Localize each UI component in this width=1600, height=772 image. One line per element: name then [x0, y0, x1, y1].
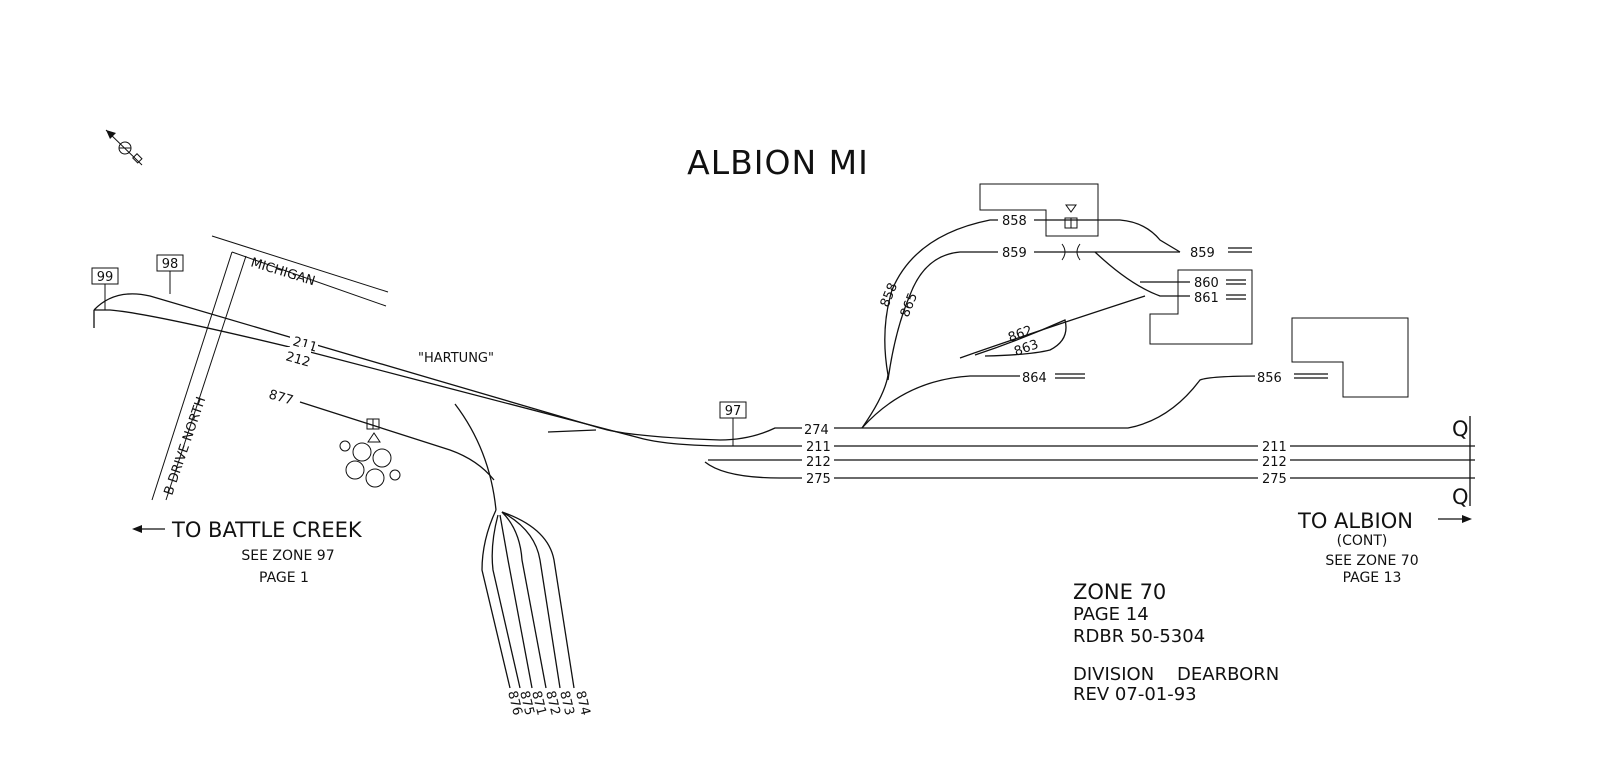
track-859-label-east: 859	[1190, 246, 1215, 261]
track-861-label: 861	[1194, 291, 1219, 306]
rev-text: REV 07-01-93	[1073, 684, 1197, 705]
industry-tracks: 858 859 859 860 861 858 865 862 863 864 …	[861, 183, 1409, 429]
left-arrow-icon	[132, 525, 165, 533]
right-destination-page: PAGE 13	[1343, 570, 1402, 586]
q-marker-top: Q	[1452, 417, 1469, 441]
track-871-label: 871	[528, 689, 549, 717]
track-274-label: 274	[804, 423, 829, 438]
michigan-street-label: MICHIGAN	[249, 255, 317, 289]
main-tracks	[93, 293, 1475, 506]
track-865-label: 865	[898, 291, 921, 320]
svg-text:98: 98	[162, 257, 179, 272]
track-275-label-east: 275	[1262, 472, 1287, 487]
track-876-label: 876	[504, 689, 525, 717]
sign-99: 99	[91, 267, 119, 310]
b-drive-north-label: B DRIVE NORTH	[162, 395, 210, 497]
left-destination: TO BATTLE CREEK SEE ZONE 97 PAGE 1	[132, 518, 363, 586]
track-212-label-mid: 212	[806, 455, 831, 470]
sign-97: 97	[719, 401, 747, 446]
tank-circles-icon	[339, 440, 401, 488]
right-destination: TO ALBION (CONT) SEE ZONE 70 PAGE 13	[1297, 509, 1472, 586]
info-block: ZONE 70 PAGE 14 RDBR 50-5304 DIVISION DE…	[1073, 580, 1279, 705]
svg-text:97: 97	[725, 404, 742, 419]
hartung-label: "HARTUNG"	[418, 351, 494, 366]
right-destination-zone: SEE ZONE 70	[1325, 553, 1418, 569]
division-text: DIVISION DEARBORN	[1073, 664, 1279, 685]
track-211-label-mid: 211	[806, 440, 831, 455]
svg-text:99: 99	[97, 270, 114, 285]
track-877-label: 877	[267, 387, 295, 408]
track-211-label-east: 211	[1262, 440, 1287, 455]
zone-text: ZONE 70	[1073, 580, 1166, 604]
track-874-label: 874	[572, 689, 593, 717]
michigan-street: MICHIGAN	[211, 235, 389, 307]
track-877: 877	[267, 387, 495, 481]
b-drive-north-street: B DRIVE NORTH	[151, 251, 247, 501]
rdbr-text: RDBR 50-5304	[1073, 626, 1205, 647]
track-212-label-west: 212	[284, 349, 312, 370]
triangle-marker-icon	[367, 432, 381, 443]
track-275-label-mid: 275	[806, 472, 831, 487]
track-858-label: 858	[1002, 214, 1027, 229]
sign-98: 98	[156, 254, 184, 294]
right-destination-title: TO ALBION	[1297, 509, 1413, 533]
q-marker-bottom: Q	[1452, 485, 1469, 509]
track-859-label: 859	[1002, 246, 1027, 261]
track-875-label: 875	[516, 689, 537, 717]
right-destination-cont: (CONT)	[1337, 533, 1388, 549]
right-arrow-icon	[1438, 515, 1472, 523]
page-title: ALBION MI	[687, 143, 869, 182]
page-text: PAGE 14	[1073, 604, 1149, 625]
left-destination-title: TO BATTLE CREEK	[171, 518, 363, 542]
yard-ladder: 876 875 871 872 873 874	[454, 403, 593, 717]
track-856-label: 856	[1257, 371, 1282, 386]
triangle-marker-icon	[1065, 204, 1077, 213]
track-872-label: 872	[542, 689, 563, 717]
track-864-label: 864	[1022, 371, 1047, 386]
track-212-label-east: 212	[1262, 455, 1287, 470]
north-arrow-icon	[105, 129, 143, 166]
track-858-label-vertical: 858	[878, 281, 901, 310]
track-860-label: 860	[1194, 276, 1219, 291]
track-873-label: 873	[556, 689, 577, 717]
left-destination-page: PAGE 1	[259, 570, 309, 586]
left-destination-zone: SEE ZONE 97	[241, 548, 334, 564]
